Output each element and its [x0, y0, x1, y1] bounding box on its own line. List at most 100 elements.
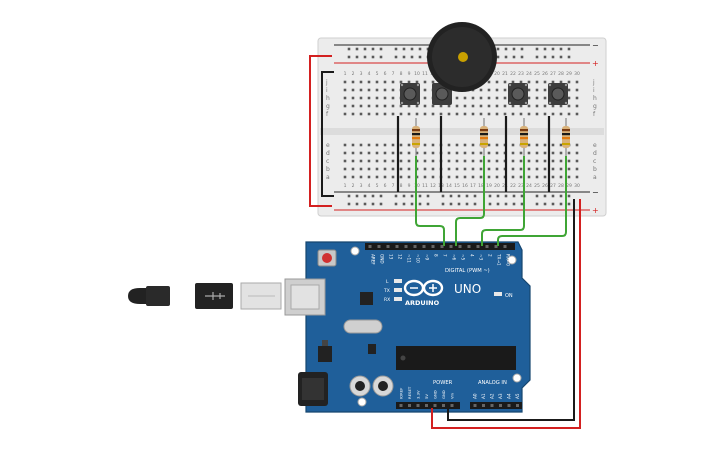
- breadboard-hole: [423, 167, 427, 171]
- column-number: 26: [542, 71, 548, 77]
- breadboard-hole: [503, 88, 507, 92]
- resistor-3[interactable]: [520, 118, 528, 156]
- digital-pin-label: ~3: [479, 254, 484, 261]
- header-pin[interactable]: [404, 245, 408, 248]
- row-letter: f: [593, 111, 596, 118]
- pushbutton-4[interactable]: [548, 83, 568, 105]
- pushbutton-3[interactable]: [508, 83, 528, 105]
- analog-pin[interactable]: [516, 404, 519, 407]
- rail-hole: [363, 194, 367, 198]
- breadboard-hole: [375, 143, 379, 147]
- breadboard-hole: [359, 88, 363, 92]
- wire-black-gnd[interactable]: [447, 199, 575, 421]
- breadboard-hole: [567, 151, 571, 155]
- header-pin[interactable]: [395, 245, 399, 248]
- header-pin[interactable]: [368, 245, 372, 248]
- rail-hole: [496, 47, 500, 51]
- column-number: 7: [392, 71, 395, 77]
- breadboard-hole: [351, 151, 355, 155]
- power-pin[interactable]: [408, 404, 411, 407]
- power-pin[interactable]: [399, 404, 403, 407]
- rail-hole: [551, 55, 555, 59]
- analog-pin[interactable]: [473, 404, 477, 407]
- analog-pin[interactable]: [507, 404, 511, 407]
- header-pin[interactable]: [503, 245, 507, 248]
- breadboard-hole: [471, 167, 475, 171]
- breadboard-hole: [535, 151, 539, 155]
- wire-green-resistor2-pin7[interactable]: [455, 156, 485, 246]
- header-pin[interactable]: [413, 245, 417, 248]
- breadboard-hole: [423, 80, 427, 84]
- power-pin[interactable]: [433, 404, 437, 407]
- reset-button[interactable]: [317, 249, 337, 267]
- breadboard-hole: [447, 175, 451, 179]
- breadboard-hole: [455, 104, 459, 108]
- power-label: POWER: [433, 380, 453, 386]
- power-pin[interactable]: [442, 404, 445, 407]
- wire-green-resistor3-pin4[interactable]: [481, 156, 525, 246]
- header-pin[interactable]: [458, 245, 462, 248]
- wire-green-resistor4-pin2[interactable]: [497, 156, 567, 246]
- power-pin[interactable]: [425, 404, 428, 407]
- breadboard-hole: [543, 175, 547, 179]
- analog-pin[interactable]: [499, 404, 502, 407]
- column-number: 29: [566, 183, 572, 189]
- header-pin[interactable]: [494, 245, 498, 248]
- atmega-notch: [400, 355, 406, 361]
- rail-hole: [355, 202, 359, 206]
- rail-hole: [512, 47, 516, 51]
- breadboard-hole: [471, 143, 475, 147]
- header-pin[interactable]: [377, 245, 381, 248]
- analog-pin[interactable]: [490, 404, 494, 407]
- piezo-buzzer[interactable]: [427, 22, 497, 92]
- resistor-2[interactable]: [480, 118, 488, 156]
- breadboard-hole: [423, 88, 427, 92]
- breadboard-hole: [391, 175, 395, 179]
- usb-cable[interactable]: [128, 282, 282, 310]
- rail-hole: [559, 47, 563, 51]
- wire-green-resistor1-pin8[interactable]: [415, 156, 445, 246]
- header-pin[interactable]: [485, 245, 489, 248]
- header-pin[interactable]: [386, 245, 390, 248]
- header-pin[interactable]: [431, 245, 435, 248]
- center-channel: [320, 128, 604, 135]
- wire-left-red-rail[interactable]: [309, 55, 332, 207]
- breadboard-hole: [463, 175, 467, 179]
- breadboard-hole: [463, 151, 467, 155]
- header-pin[interactable]: [467, 245, 471, 248]
- breadboard-hole: [535, 88, 539, 92]
- power-pin[interactable]: [416, 404, 420, 407]
- breadboard-hole: [567, 96, 571, 100]
- breadboard-hole: [527, 112, 531, 116]
- column-number: 20: [494, 183, 500, 189]
- capacitor-2-top: [378, 381, 388, 391]
- header-pin[interactable]: [476, 245, 480, 248]
- power-pin[interactable]: [450, 404, 454, 407]
- breadboard-hole: [559, 80, 563, 84]
- rail-hole: [504, 202, 508, 206]
- wire-red-5v[interactable]: [431, 199, 581, 429]
- breadboard-hole: [391, 88, 395, 92]
- rail-hole: [512, 55, 516, 59]
- analog-pin[interactable]: [482, 404, 485, 407]
- power-pin-label: GND: [432, 390, 437, 399]
- resistor-4[interactable]: [562, 118, 570, 156]
- header-pin[interactable]: [422, 245, 426, 248]
- breadboard-hole: [447, 167, 451, 171]
- breadboard-hole: [535, 175, 539, 179]
- breadboard-hole: [575, 151, 579, 155]
- column-number: 6: [384, 183, 387, 189]
- breadboard-hole: [447, 112, 451, 116]
- breadboard-hole: [551, 112, 555, 116]
- breadboard-hole: [487, 80, 491, 84]
- header-pin[interactable]: [449, 245, 453, 248]
- column-number: 18: [478, 183, 484, 189]
- pushbutton-1[interactable]: [400, 83, 420, 105]
- header-pin[interactable]: [440, 245, 444, 248]
- resistor-1[interactable]: [412, 118, 420, 156]
- wire-left-black-rail[interactable]: [321, 71, 334, 197]
- rail-hole: [355, 194, 359, 198]
- row-letter: g: [326, 103, 330, 110]
- rail-hole: [496, 202, 500, 206]
